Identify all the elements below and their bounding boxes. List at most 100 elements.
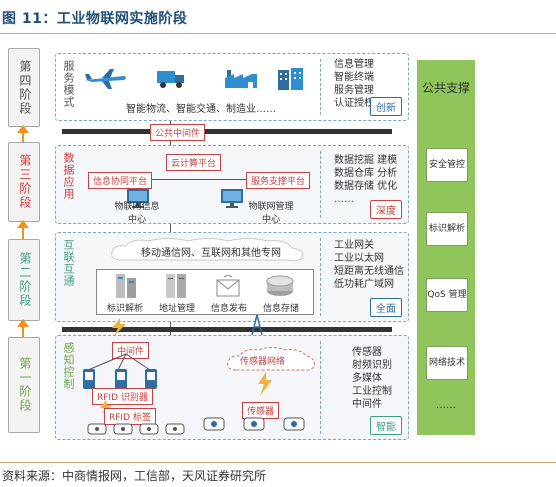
source-note: 资料来源：中商情报网，工信部，天风证券研究所 [2,469,267,483]
server-icon [166,274,186,298]
arrow-up-icon [17,319,29,337]
public-support-column: 公共支撑 安全管控 标识解析 QoS 管理 网络技术 …… [417,60,475,435]
support-item-identifier: 标识解析 [426,212,468,246]
service-layer-title: 服务模式 [62,60,75,108]
support-more: …… [436,400,456,411]
list-item: 服务管理 [334,85,374,96]
envelope-icon [216,275,240,297]
sensor-label: 传感器 [242,402,280,419]
public-middleware-label: 公共中间件 [150,124,206,141]
list-item: 工业控制 [352,386,392,397]
rfid-reader-label: RFID 识别器 [92,388,153,405]
lightning-icon [258,372,272,396]
list-item: 数据存储 优化 [334,181,398,192]
iot-mgmt-center-label: 物联网管理中心 [248,202,294,225]
stage-2-box: 第二阶段 [8,239,40,321]
rfid-reader-icon [145,369,157,389]
truck-icon [157,71,184,88]
stage-3-box: 第三阶段 [8,142,40,222]
service-layer: 服务模式 智能物流、智能交通、制造业…… 信息管理 智能终端 服务管理 认证授权… [55,53,409,121]
monitor-icon [127,189,149,208]
list-item: 数据仓库 分析 [334,168,398,179]
stage-4-box: 第四阶段 [8,48,40,127]
sensing-layer: 感知控制 中间件 RFID 识别器 RFID 标签 传感器网络 传感器 传感器 … [55,335,409,440]
list-item: 认证授权…… [334,98,394,109]
network-item-label: 信息发布 [210,304,247,314]
figure-title: 图 11：工业物联网实施阶段 [2,11,188,27]
comprehensive-tag: 全面 [370,298,402,317]
monitor-icon [221,189,243,208]
rfid-reader-icon [115,369,127,389]
network-list: 工业网关 工业以太网 短距离无线通信 低功耗广域网 [334,239,404,291]
list-item: 传感器 [352,347,382,358]
list-item: …… [334,194,354,205]
list-item: 中间件 [352,399,382,410]
disk-icon [266,275,294,296]
service-list: 信息管理 智能终端 服务管理 认证授权…… [334,58,394,110]
list-item: 多媒体 [352,373,382,384]
list-item: 智能终端 [334,72,374,83]
list-item: 信息管理 [334,59,374,70]
sensor-network-label: 传感器网络 [240,357,286,367]
network-bus [62,327,392,332]
title-divider [0,33,556,34]
info-platform-label: 信息协同平台 [88,172,153,189]
list-item: 短距离无线通信 [334,266,404,277]
factory-icon [225,70,257,88]
list-item: 工业网关 [334,240,374,251]
sensor-icons [203,417,305,431]
stage-2-label: 第二阶段 [17,252,32,308]
network-layer: 互联互通 移动通信网、互联网和其他专网 标识解析 地址管理 信息发布 信息存储 … [55,232,409,322]
data-list: 数据挖掘 建模 数据仓库 分析 数据存储 优化 …… [334,154,397,206]
iot-info-center-label: 物联网信息中心 [114,202,160,225]
service-divider [320,59,321,115]
data-layer-title: 数据应用 [62,152,75,200]
sensing-layer-title: 感知控制 [62,342,75,390]
server-icon [116,274,136,298]
support-item-qos: QoS 管理 [426,278,468,312]
antenna-icon [251,314,263,336]
stage-1-label: 第一阶段 [17,357,32,413]
sensing-divider [320,341,321,434]
vertical-link-line [170,119,171,335]
service-caption: 智能物流、智能交通、制造业…… [126,104,276,115]
data-divider [320,151,321,218]
network-caption: 移动通信网、互联网和其他专网 [141,248,281,259]
support-item-security: 安全管控 [426,148,468,182]
stage-3-label: 第三阶段 [17,154,32,210]
platform-link-line [96,179,306,180]
list-item: 射频识别 [352,360,392,371]
network-item-label: 信息存储 [262,304,299,314]
building-icon [278,68,303,90]
support-item-network: 网络技术 [426,346,468,380]
list-item: 工业以太网 [334,253,384,264]
smart-tag: 智能 [370,416,402,435]
rfid-tag-icons [87,423,185,435]
public-middleware-bus [62,129,392,134]
rfid-reader-icon [83,369,95,389]
cloud-icon [227,347,315,371]
public-support-title: 公共支撑 [421,81,470,95]
arrow-up-icon [17,125,29,142]
depth-tag: 深度 [370,200,402,219]
stage-1-box: 第一阶段 [8,337,40,433]
middleware-label: 中间件 [112,342,150,359]
list-item: 数据挖掘 建模 [334,155,398,166]
airplane-icon [85,69,126,89]
lightning-icon [100,400,112,414]
cloud-icon [111,238,304,262]
innovation-tag: 创新 [370,97,402,116]
middleware-links [87,353,151,371]
service-platform-label: 服务支撑平台 [246,172,311,189]
network-item-label: 标识解析 [106,304,143,314]
sensing-list: 传感器 射频识别 多媒体 工业控制 中间件 [352,346,392,411]
arrow-up-icon [17,220,29,239]
list-item: 低功耗广域网 [334,279,394,290]
lightning-icon [112,318,126,336]
network-divider [320,238,321,316]
network-layer-title: 互联互通 [62,239,75,287]
stage-4-label: 第四阶段 [17,59,32,116]
network-item-label: 地址管理 [158,304,195,314]
data-layer: 数据应用 云计算平台 信息协同平台 服务支撑平台 物联网信息中心 物联网管理中心… [55,145,409,225]
cloud-platform-label: 云计算平台 [166,154,222,171]
